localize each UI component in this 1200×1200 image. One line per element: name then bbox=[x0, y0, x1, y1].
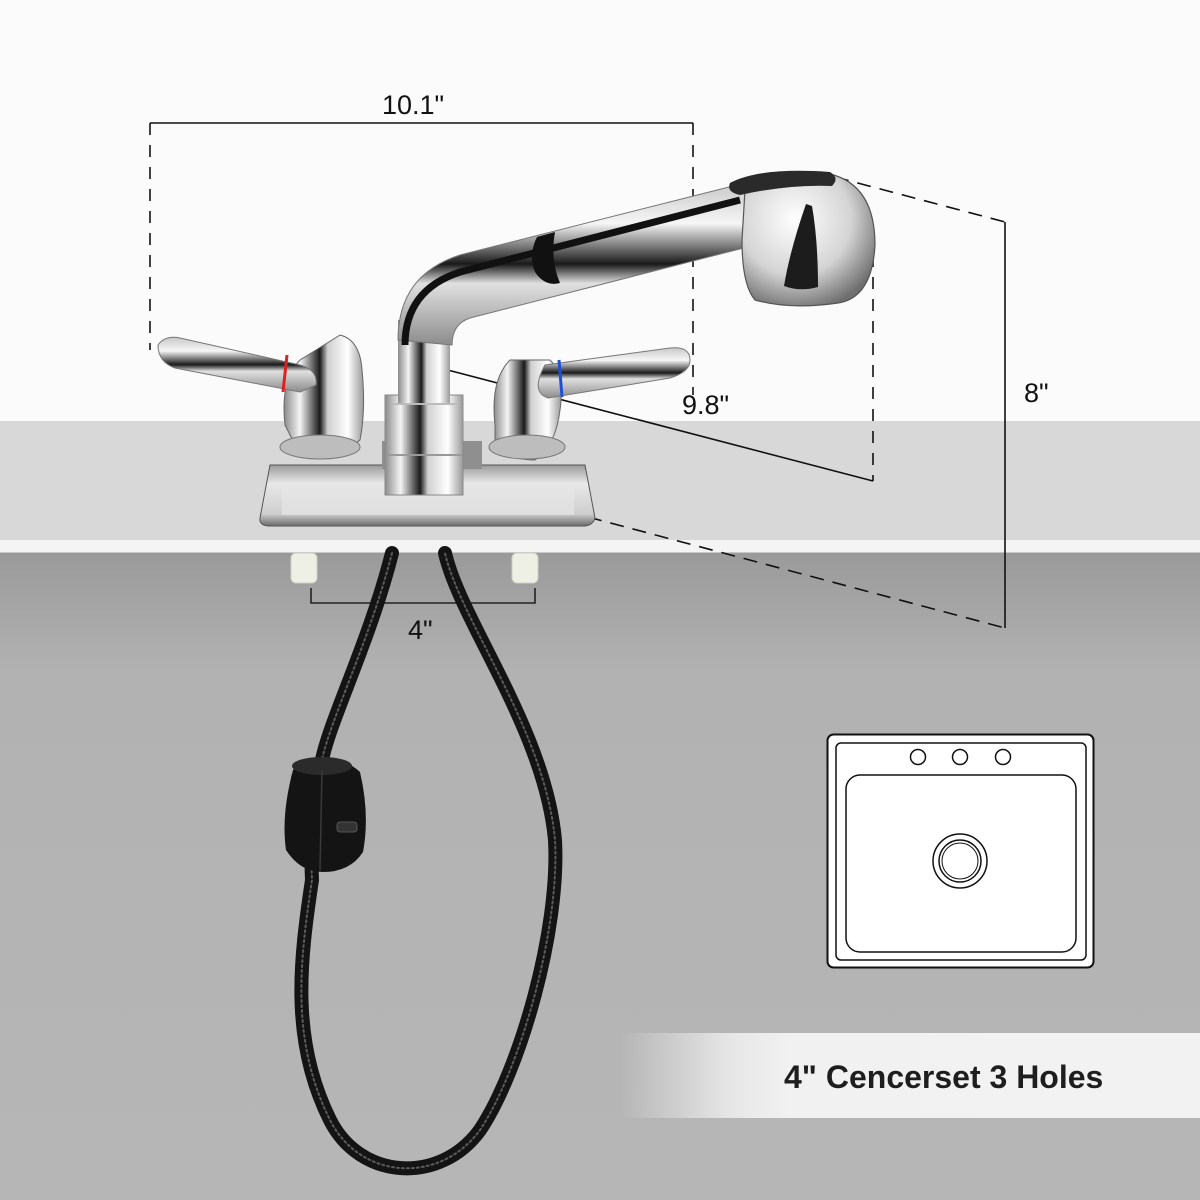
hot-indicator-ring bbox=[281, 354, 289, 393]
faucet-hole-icon bbox=[994, 748, 1012, 766]
hose-weight bbox=[284, 757, 366, 872]
caption-text: 4" Cencerset 3 Holes bbox=[784, 1059, 1104, 1095]
dimension-center-spacing bbox=[310, 588, 536, 604]
label-height: 8" bbox=[1024, 378, 1049, 408]
drain-icon bbox=[932, 833, 988, 889]
label-center-spacing: 4" bbox=[408, 615, 433, 645]
dimension-height bbox=[587, 176, 1006, 629]
label-spout-reach: 10.1" bbox=[382, 90, 445, 120]
sink-basin bbox=[845, 774, 1077, 953]
supply-nipples bbox=[290, 552, 539, 584]
sprayer-head bbox=[729, 170, 876, 307]
spout-arm bbox=[397, 182, 776, 346]
faucet-hole-icon bbox=[951, 748, 969, 766]
faucet-hole-icon bbox=[909, 748, 927, 766]
caption-band bbox=[620, 1033, 1200, 1118]
countertop-edge bbox=[0, 540, 1200, 553]
spout-riser bbox=[384, 320, 464, 496]
cold-indicator-ring bbox=[557, 359, 564, 398]
cold-handle bbox=[488, 347, 691, 461]
label-sprayer-depth: 9.8" bbox=[682, 390, 730, 420]
sink-diagram bbox=[826, 733, 1095, 969]
hot-handle bbox=[157, 334, 365, 460]
